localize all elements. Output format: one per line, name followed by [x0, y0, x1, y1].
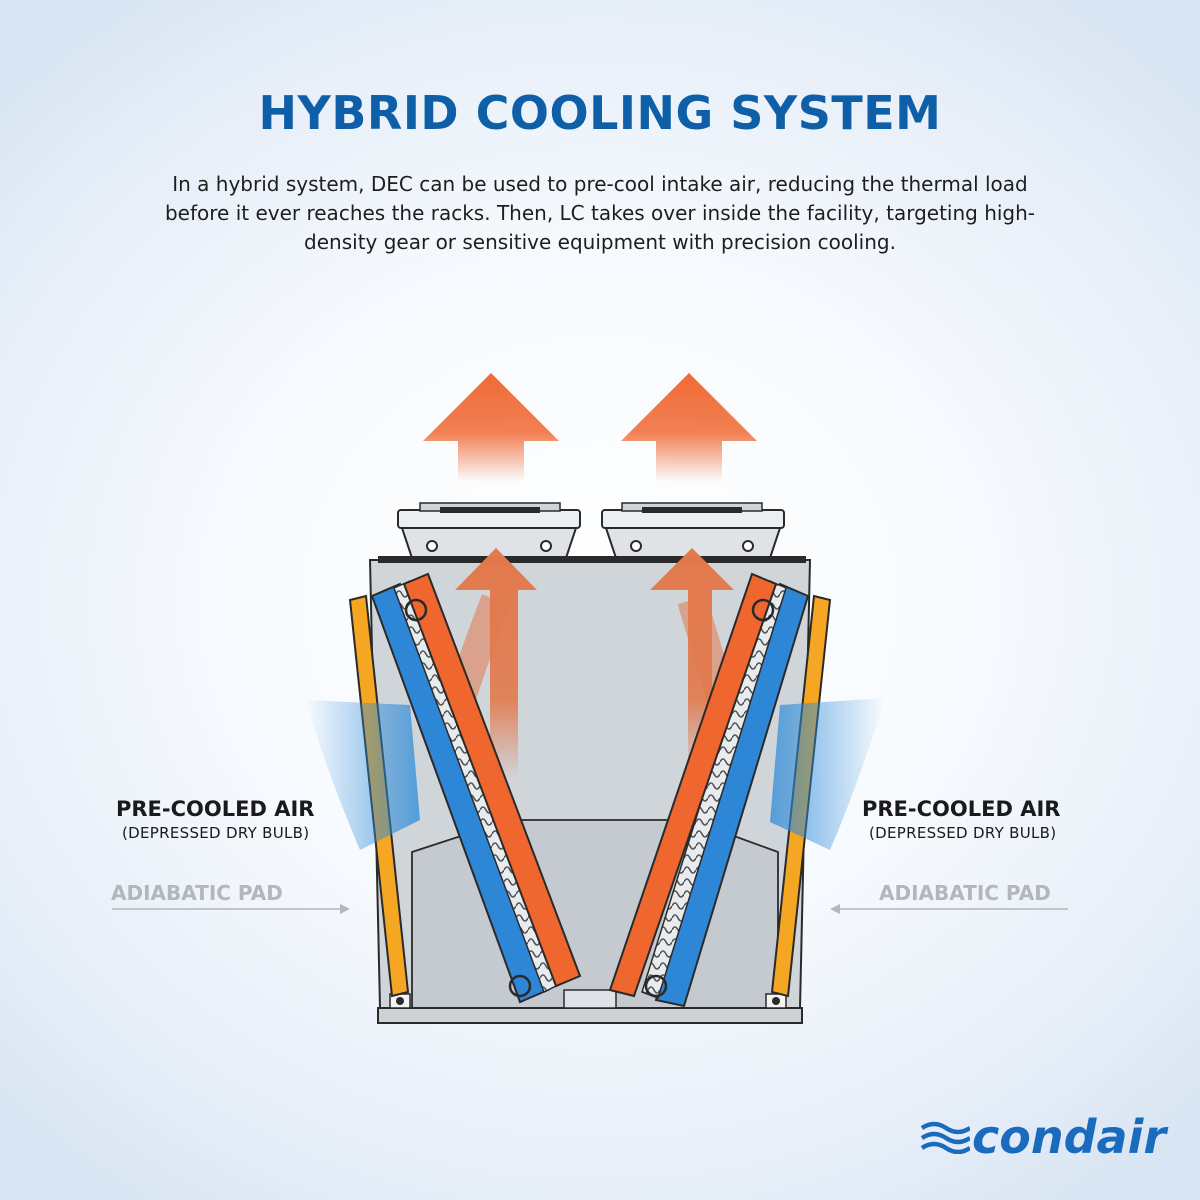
adiabatic-pad-label-right: ADIABATIC PAD [879, 881, 1051, 905]
pre-cooled-air-label-right: PRE-COOLED AIR [862, 797, 1061, 821]
description: In a hybrid system, DEC can be used to p… [164, 172, 1036, 254]
fan-unit-left [397, 502, 581, 559]
condair-logo: condair [972, 1110, 1167, 1164]
adiabatic-pad-label-left: ADIABATIC PAD [111, 881, 283, 905]
pre-cooled-air-sublabel-left: (DEPRESSED DRY BULB) [122, 824, 310, 842]
hot-air-exhaust-arrow-left [423, 373, 559, 482]
page-title: HYBRID COOLING SYSTEM [258, 86, 942, 140]
pre-cooled-air-flow-left [305, 700, 420, 850]
pre-cooled-air-label-left: PRE-COOLED AIR [116, 797, 315, 821]
pre-cooled-air-flow-right [770, 698, 885, 850]
condair-wave-icon [920, 1121, 970, 1154]
pre-cooled-air-sublabel-right: (DEPRESSED DRY BULB) [869, 824, 1057, 842]
hot-air-exhaust-arrow-right [621, 373, 757, 482]
adiabatic-pad-pointer-right [830, 904, 1068, 914]
adiabatic-pad-pointer-left [112, 904, 350, 914]
coil-assembly-left [370, 572, 582, 1004]
coil-assembly-right [608, 572, 810, 1008]
